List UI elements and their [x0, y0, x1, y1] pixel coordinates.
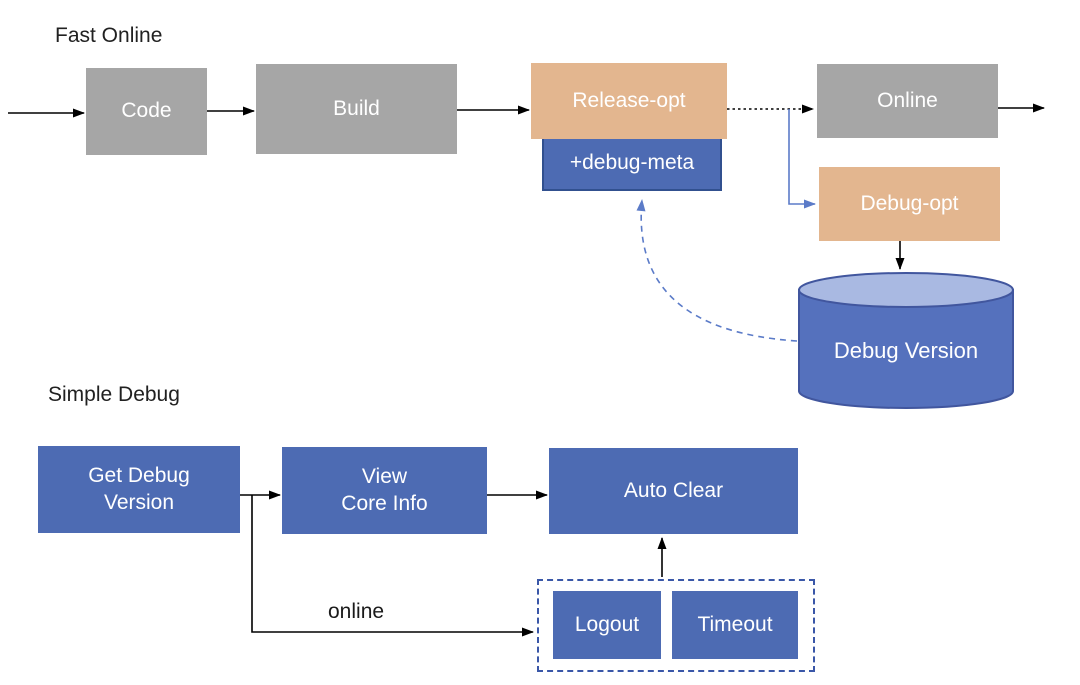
connector-branch-to-debug-opt: [788, 109, 816, 209]
node-timeout: Timeout: [672, 591, 798, 659]
node-debug-meta: +debug-meta: [542, 136, 722, 191]
online-edge-label: online: [328, 600, 385, 623]
connector-debug-version-to-debug-meta-dashed: [636, 199, 798, 342]
node-view-core-info: View Core Info: [282, 447, 487, 534]
node-build: Build: [256, 64, 457, 154]
node-release-opt: Release-opt: [531, 63, 727, 139]
node-auto-clear: Auto Clear: [549, 448, 798, 534]
node-debug-opt: Debug-opt: [819, 167, 1000, 241]
node-online: Online: [817, 64, 998, 138]
node-code: Code: [86, 68, 207, 155]
node-get-debug-version: Get Debug Version: [38, 446, 240, 533]
fast-online-title: Fast Online: [55, 24, 163, 47]
node-debug-version-label: Debug Version: [833, 338, 979, 363]
trigger-group-dashed-container: [537, 579, 815, 672]
node-logout: Logout: [553, 591, 661, 659]
simple-debug-title: Simple Debug: [48, 383, 180, 406]
debug-version-cylinder-top: [798, 272, 1014, 308]
